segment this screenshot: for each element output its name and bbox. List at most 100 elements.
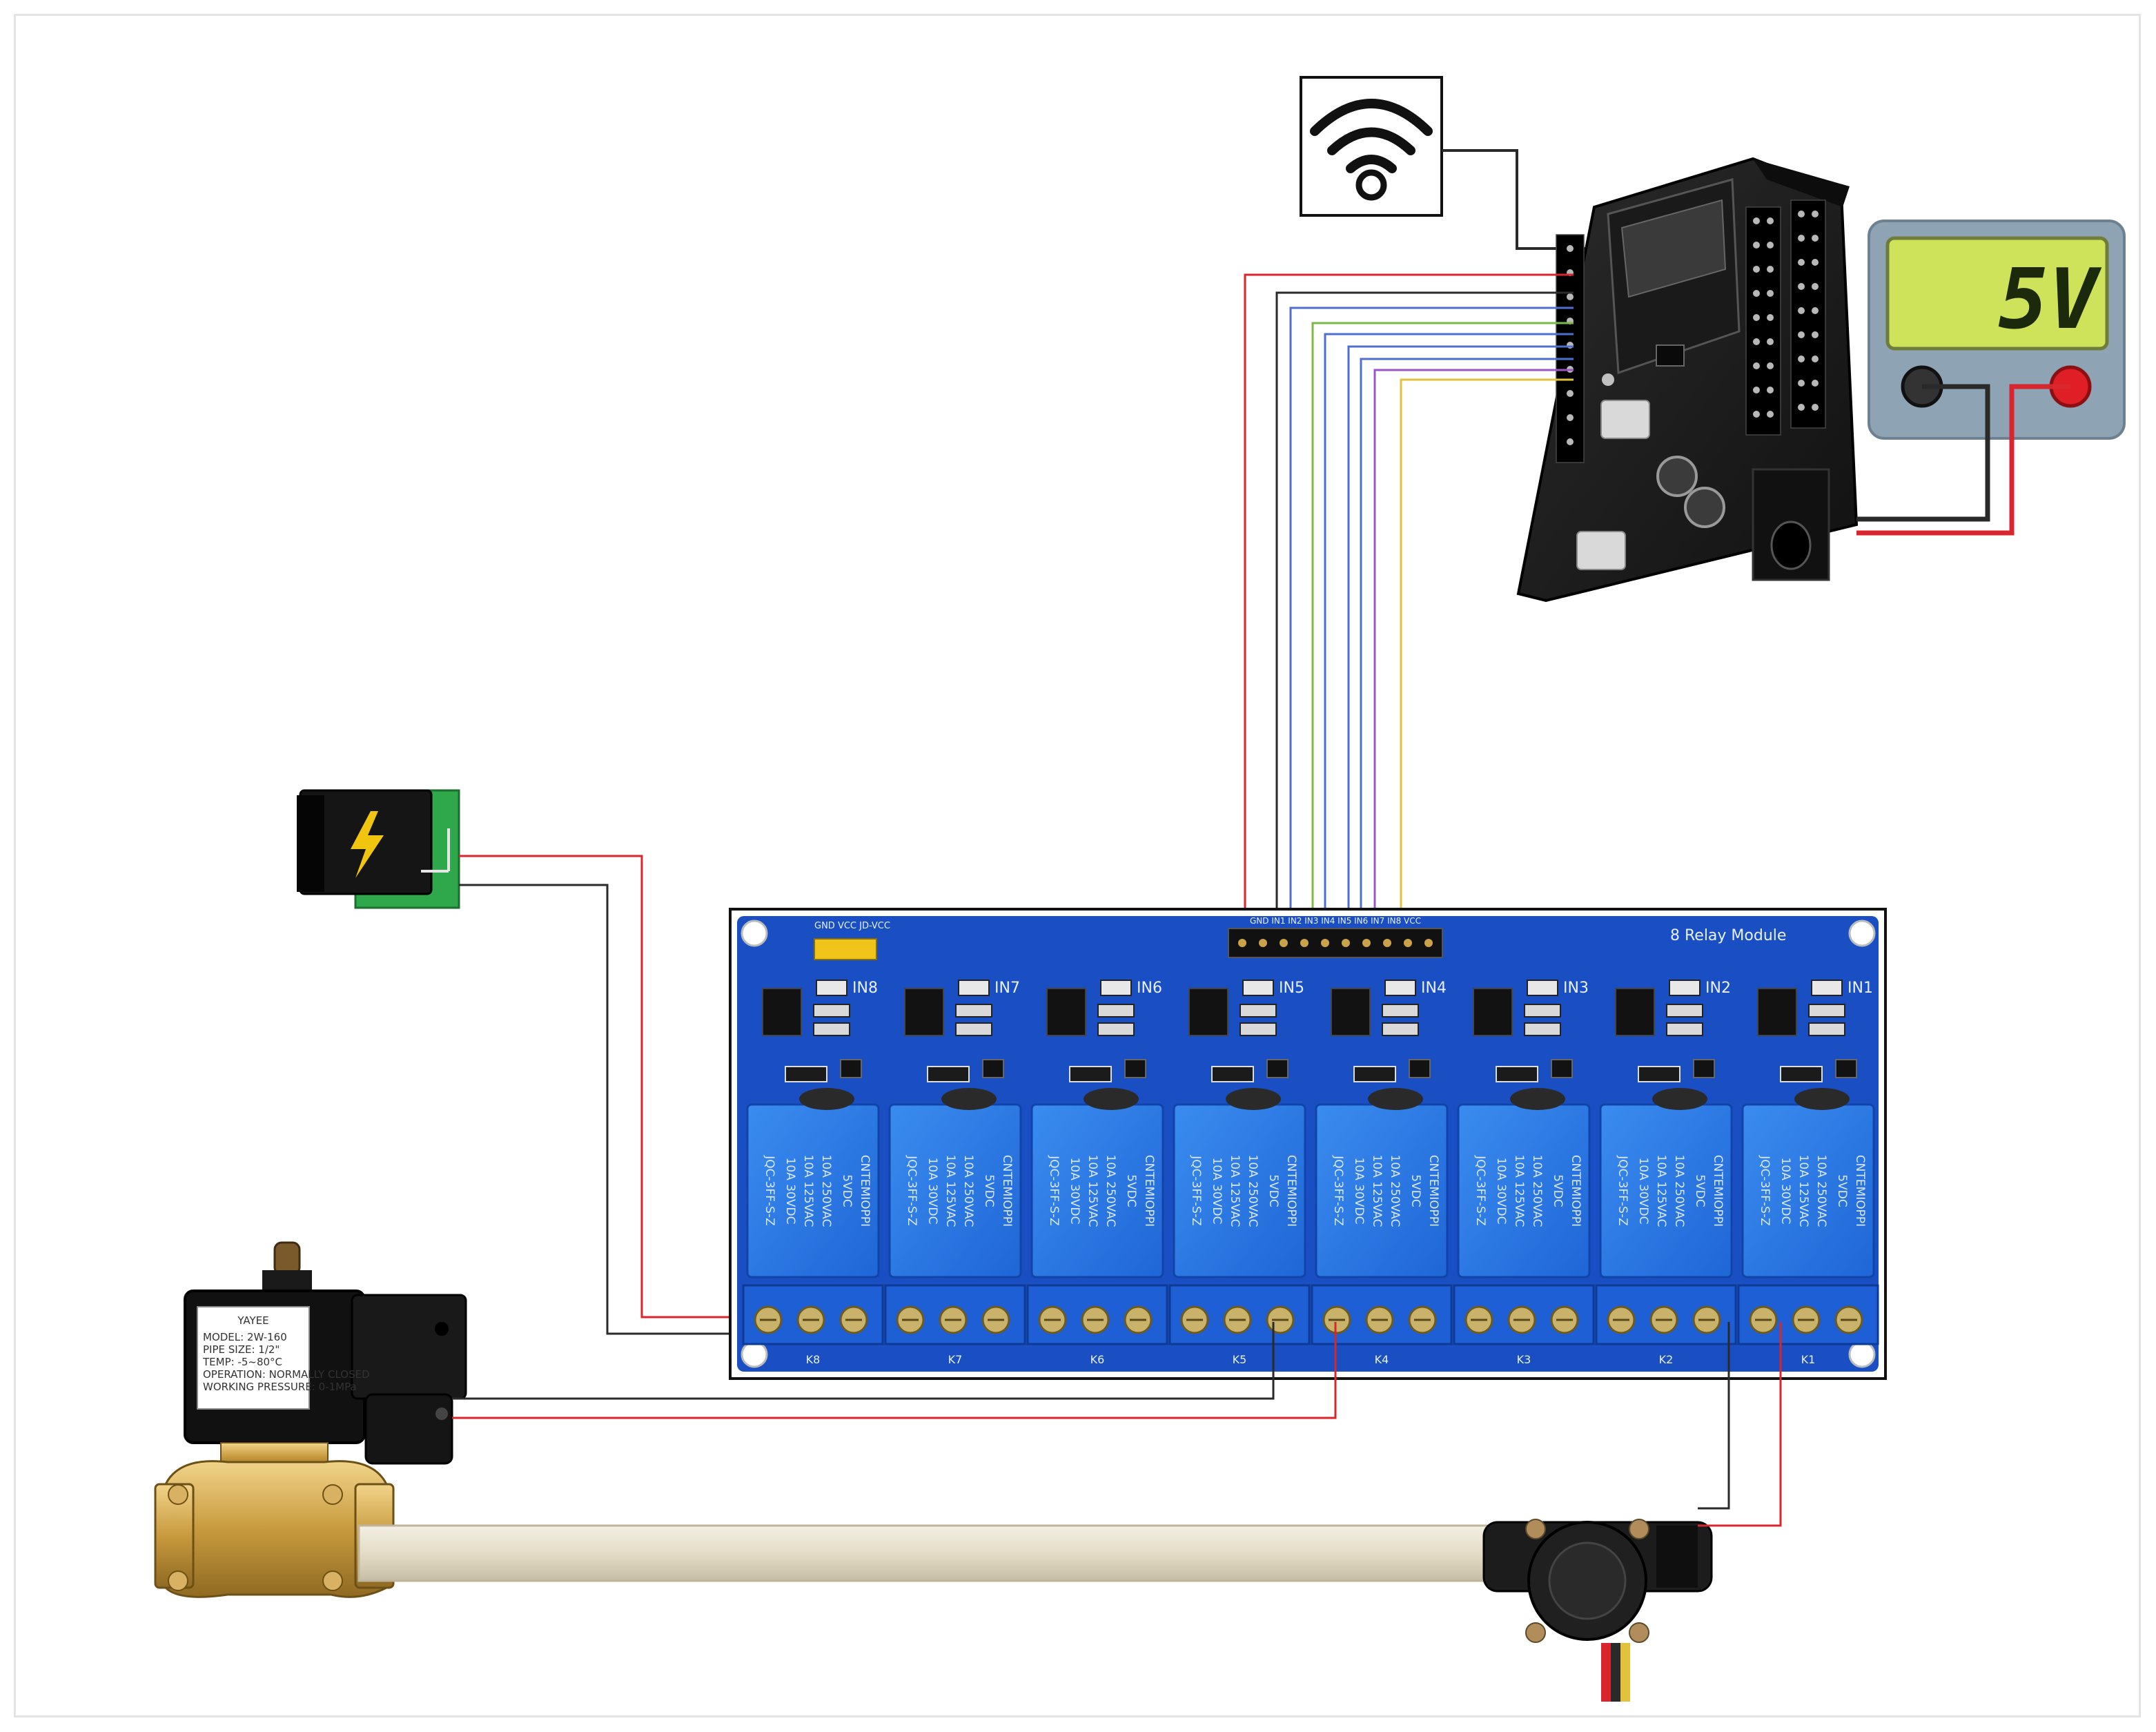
power-red-wire [459,855,787,1319]
optocoupler-chip [1473,988,1513,1036]
relay-print-line: JQC-3FF-S-Z [905,1155,919,1225]
relay-print-line: 10A 30VDC [1494,1158,1508,1225]
relay-coil-top [941,1088,997,1110]
relay-print-line: CNTEMIOPPI [858,1155,872,1227]
optocoupler-chip [1615,988,1655,1036]
relay-print-line: 10A 125VAC [1654,1155,1668,1227]
relay-print-line: 10A 30VDC [783,1158,797,1225]
relay-label: K6 [1090,1353,1105,1366]
relay-print-line: JQC-3FF-S-Z [1473,1155,1487,1225]
optocoupler-chip [904,988,944,1036]
resistor-pad [955,1022,992,1036]
resistor-pad [1239,1004,1277,1018]
relay-coil-top [799,1088,854,1110]
signal-bus [1244,273,1574,928]
meter-reading: 5V [1999,252,2102,348]
relay-print-line: 10A 250VAC [819,1155,833,1227]
multimeter: 5V [1868,220,2126,440]
relay-print-line: CNTEMIOPPI [1711,1155,1725,1227]
header-pin-labels: GND IN1 IN2 IN3 IN4 IN5 IN6 IN7 IN8 VCC [1250,916,1421,926]
relay-print-line: CNTEMIOPPI [1142,1155,1156,1227]
resistor-pad [1097,1004,1135,1018]
optocoupler-chip [1757,988,1797,1036]
relay-print-line: 10A 125VAC [1512,1155,1526,1227]
transistor [1409,1059,1431,1078]
relay-coil-top [1794,1088,1850,1110]
diode [1638,1066,1680,1082]
relay-print-line: 5VDC [1835,1174,1849,1207]
relay-print-line: 10A 125VAC [1086,1155,1099,1227]
relay-print-line: 10A 250VAC [1530,1155,1544,1227]
transistor [840,1059,862,1078]
flow-sensor [1482,1519,1713,1702]
resistor-pad [813,1022,850,1036]
relay-print-line: CNTEMIOPPI [1000,1155,1014,1227]
diode [1780,1066,1823,1082]
relay-print-line: 5VDC [1266,1174,1280,1207]
resistor-pad [1382,1004,1419,1018]
relay-print-line: CNTEMIOPPI [1853,1155,1867,1227]
relay-print-line: 5VDC [1124,1174,1138,1207]
transistor [1551,1059,1573,1078]
transistor [982,1059,1004,1078]
relay-print-line: 10A 30VDC [1210,1158,1224,1225]
relay-label: K2 [1659,1353,1674,1366]
led-indicator [1527,980,1558,996]
relay-label: K1 [1801,1353,1816,1366]
led-indicator [1811,980,1843,996]
resistor-pad [1239,1022,1277,1036]
optocoupler-chip [762,988,802,1036]
relay-print-line: 10A 30VDC [1068,1158,1081,1225]
input-label: IN8 [852,980,878,997]
relay-coil-top [1652,1088,1707,1110]
esp32-dev-board [1516,157,1859,603]
relay-print-line: JQC-3FF-S-Z [1758,1155,1772,1225]
transistor [1266,1059,1288,1078]
resistor-pad [1666,1004,1703,1018]
resistor-pad [1524,1004,1561,1018]
diode [927,1066,970,1082]
relay-label: K5 [1233,1353,1247,1366]
resistor-pad [1808,1004,1845,1018]
relay-print-line: CNTEMIOPPI [1427,1155,1440,1227]
relay-print-line: 5VDC [982,1174,996,1207]
jumper-label: GND VCC JD-VCC [814,921,890,931]
solenoid-valve: YAYEE MODEL: 2W-160 PIPE SIZE: 1/2" TEMP… [154,1241,467,1598]
wifi-icon [1300,76,1443,217]
diode [1353,1066,1396,1082]
load-wiring [452,1322,1782,1527]
relay-print-line: JQC-3FF-S-Z [763,1155,776,1225]
resistor-pad [1808,1022,1845,1036]
relay-print-line: 10A 250VAC [1104,1155,1117,1227]
power-black-wire [459,884,787,1335]
transistor [1124,1059,1146,1078]
relay-print-line: 10A 30VDC [1778,1158,1792,1225]
resistor-pad [955,1004,992,1018]
valve-line5: WORKING PRESSURE: 0-1MPa [203,1381,357,1393]
relay-coil-top [1510,1088,1565,1110]
relay-print-line: 10A 125VAC [943,1155,957,1227]
relay-coil-top [1368,1088,1423,1110]
input-label: IN6 [1137,980,1162,997]
relay-print-line: CNTEMIOPPI [1569,1155,1582,1227]
relay-print-line: 10A 250VAC [1672,1155,1686,1227]
valve-line3: TEMP: -5~80°C [202,1356,282,1368]
relay-print-line: 10A 250VAC [961,1155,975,1227]
input-label: IN4 [1421,980,1447,997]
relay-print-line: 10A 125VAC [1796,1155,1810,1227]
relay-print-line: 10A 125VAC [1370,1155,1384,1227]
diode [1496,1066,1538,1082]
input-label: IN3 [1563,980,1589,997]
resistor-pad [1382,1022,1419,1036]
relay-print-line: 5VDC [840,1174,854,1207]
optocoupler-chip [1046,988,1086,1036]
led-indicator [816,980,847,996]
wifi-wire [1442,149,1594,250]
relay-coil-top [1226,1088,1281,1110]
